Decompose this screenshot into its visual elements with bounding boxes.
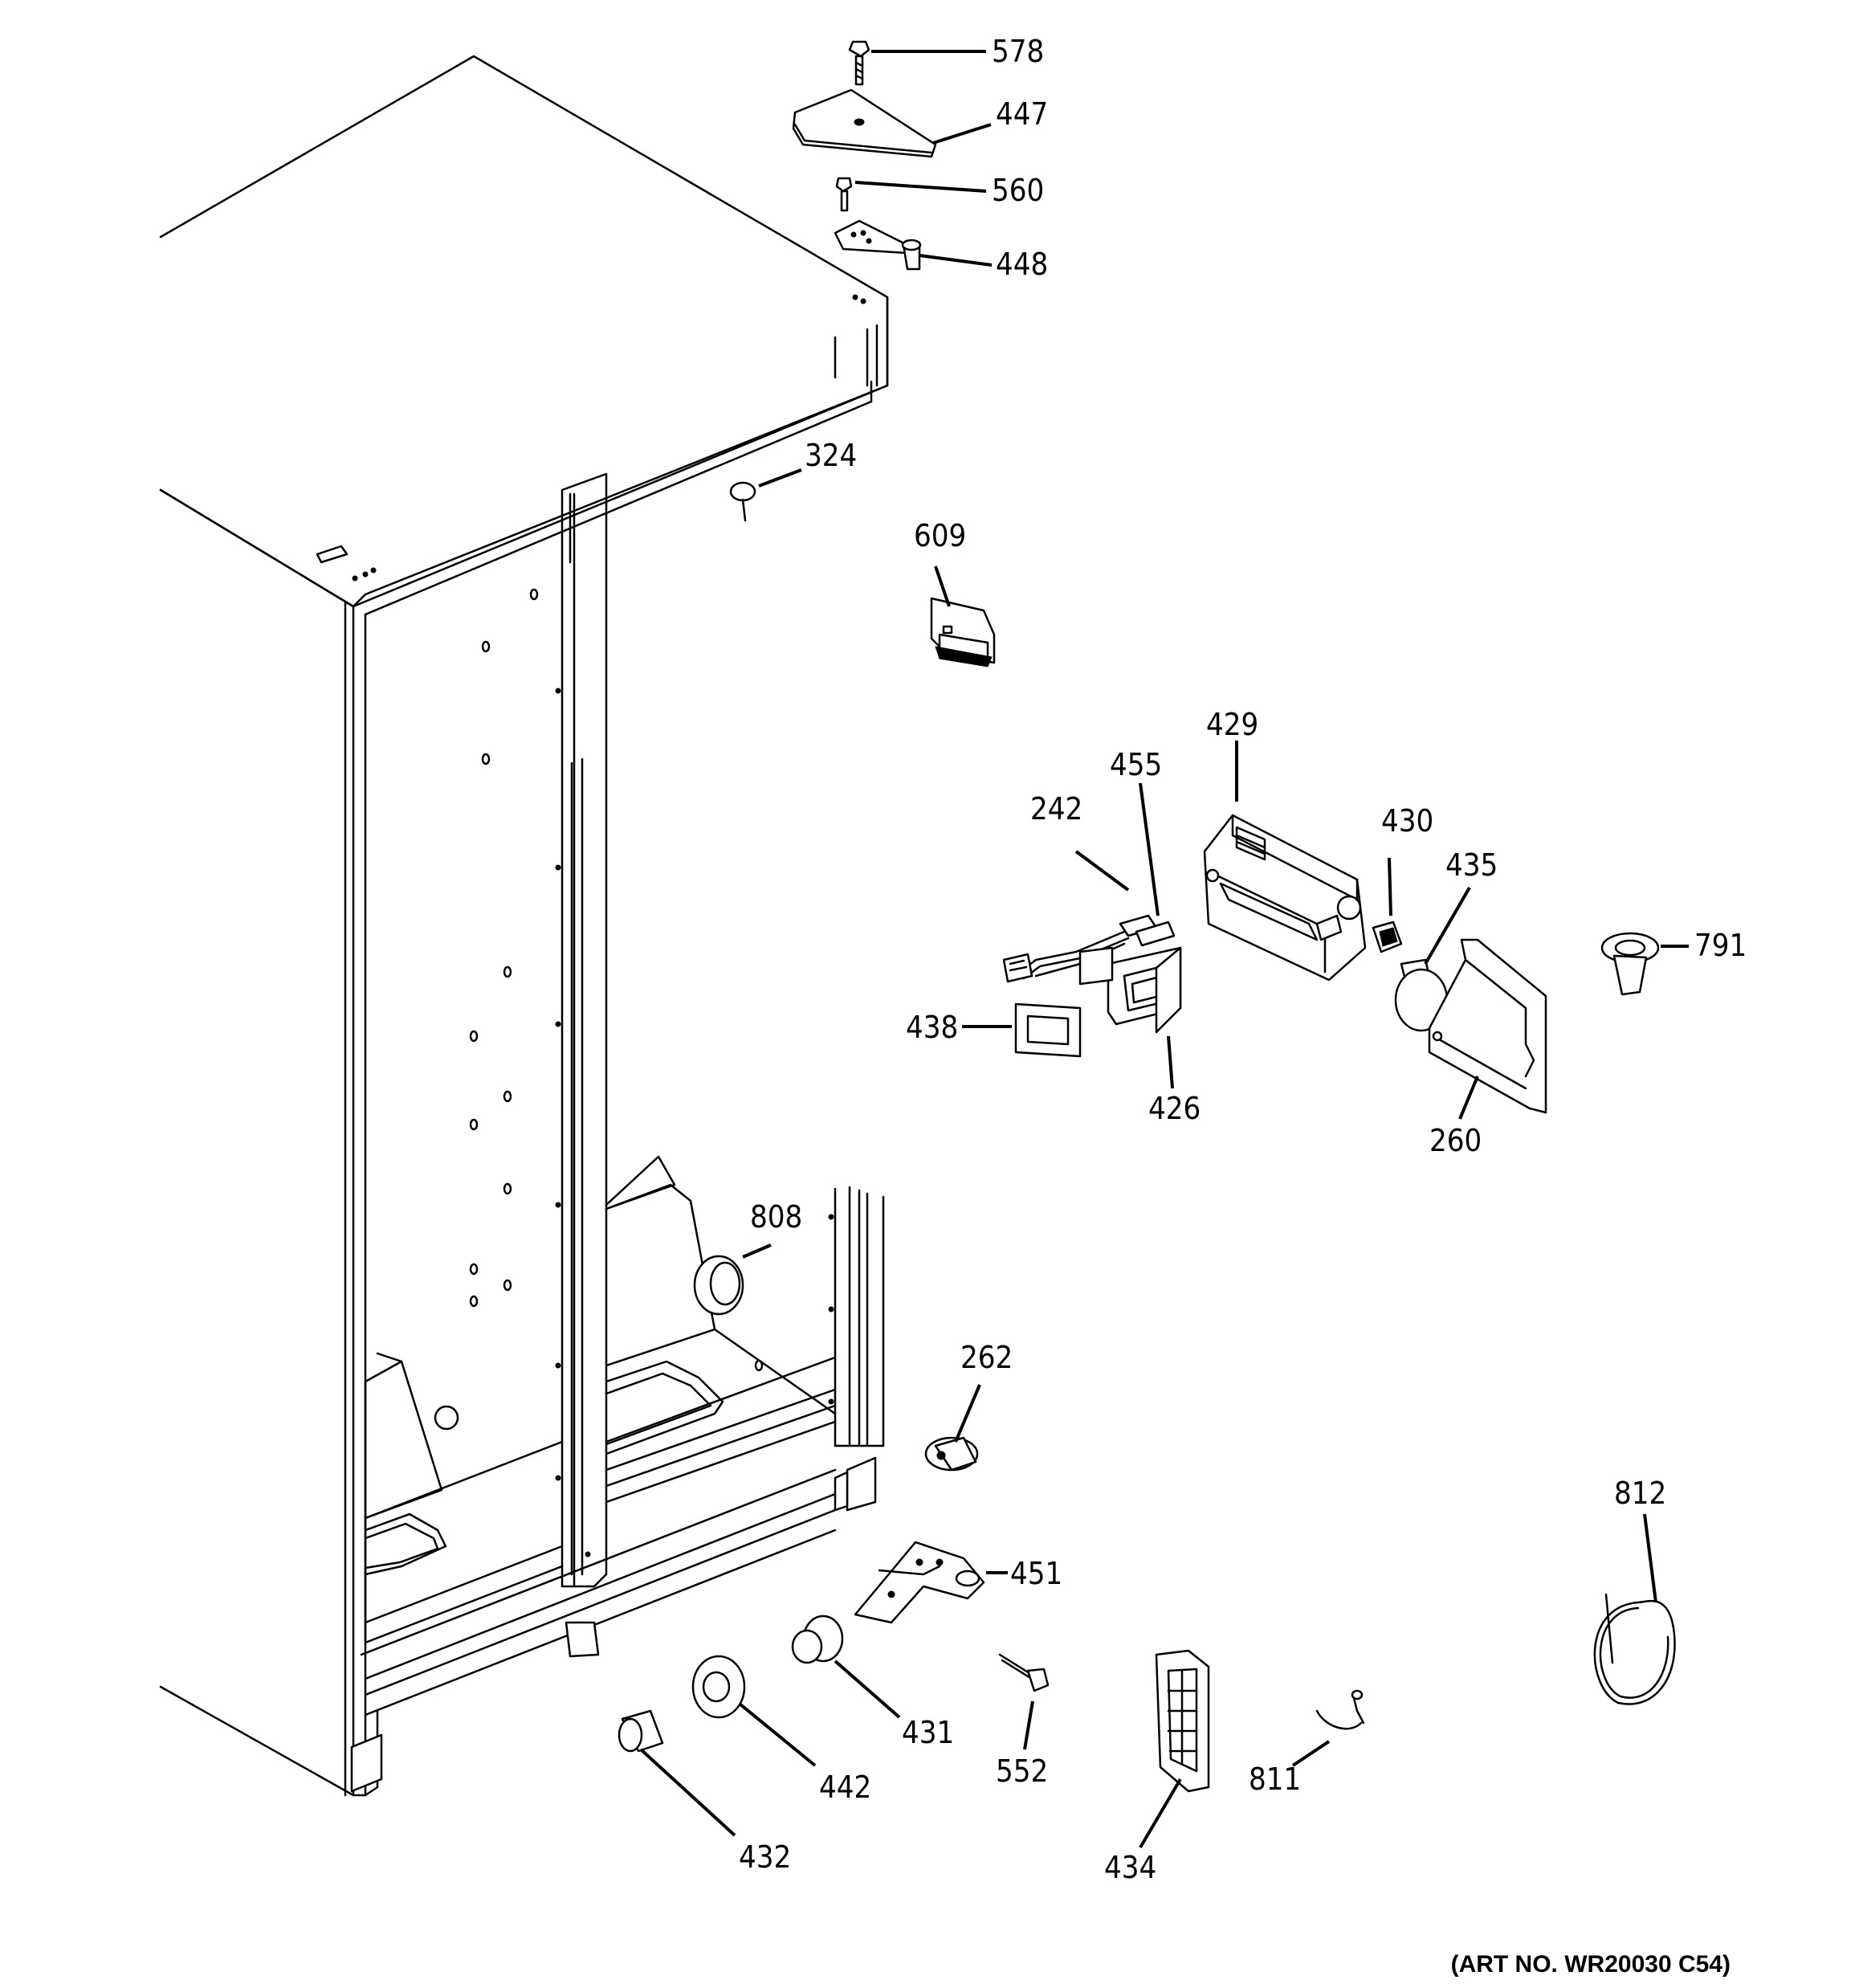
part-432-bushing-icon [618, 1709, 664, 1753]
label-432: 432 [739, 1839, 791, 1875]
label-609: 609 [914, 518, 966, 553]
label-438: 438 [906, 1010, 958, 1045]
part-431-bushing-icon [791, 1614, 844, 1664]
part-442-washer-icon [691, 1655, 746, 1719]
refrigerator-case [159, 55, 889, 1797]
label-435: 435 [1445, 847, 1498, 883]
label-578: 578 [992, 34, 1044, 69]
label-434: 434 [1104, 1850, 1156, 1885]
label-812: 812 [1614, 1476, 1666, 1511]
label-791: 791 [1694, 928, 1747, 963]
part-434-grille-icon [1155, 1649, 1210, 1793]
part-260-light-shield-icon [1428, 938, 1547, 1114]
label-552: 552 [996, 1753, 1048, 1789]
part-242-wire-harness-icon [1002, 914, 1158, 983]
callout-labels: 578 447 560 448 324 609 429 455 242 430 … [739, 34, 1747, 1978]
part-791-cap-icon [1600, 932, 1660, 996]
part-455-connector-icon [1135, 921, 1176, 947]
label-808: 808 [750, 1199, 802, 1235]
part-438-lens-icon [1014, 1002, 1082, 1058]
label-451: 451 [1010, 1556, 1062, 1591]
part-262-door-cam-icon [924, 1436, 979, 1472]
label-448: 448 [996, 247, 1048, 282]
label-430: 430 [1381, 803, 1433, 839]
label-242: 242 [1030, 791, 1082, 827]
label-811: 811 [1249, 1761, 1301, 1797]
part-578-screw-icon [848, 40, 870, 86]
label-560: 560 [992, 173, 1044, 208]
label-455: 455 [1110, 747, 1162, 782]
label-447: 447 [996, 96, 1048, 132]
label-426: 426 [1148, 1091, 1201, 1126]
part-324-plug-icon [729, 481, 756, 522]
art-number: (ART NO. WR20030 C54) [1451, 1951, 1731, 1978]
label-260: 260 [1429, 1123, 1482, 1158]
part-430-light-socket-icon [1372, 921, 1403, 953]
part-426-light-housing-icon [1078, 946, 1182, 1034]
part-812-gasket-icon [1593, 1593, 1676, 1705]
part-609-switch-icon [930, 597, 996, 667]
part-811-clip-icon [1315, 1689, 1365, 1730]
part-447-hinge-cover-icon [792, 88, 937, 158]
leader-lines [639, 50, 1689, 1849]
label-429: 429 [1206, 707, 1258, 742]
part-429-control-housing-icon [1203, 814, 1367, 982]
label-324: 324 [805, 438, 857, 473]
part-451-hinge-bracket-icon [854, 1541, 985, 1624]
part-448-hinge-icon [834, 219, 922, 271]
label-262: 262 [960, 1340, 1013, 1375]
part-808-plug-icon [693, 1255, 744, 1316]
label-431: 431 [902, 1715, 954, 1750]
label-442: 442 [819, 1770, 871, 1805]
part-552-screw-icon [998, 1653, 1050, 1692]
part-560-screw-icon [835, 177, 853, 212]
